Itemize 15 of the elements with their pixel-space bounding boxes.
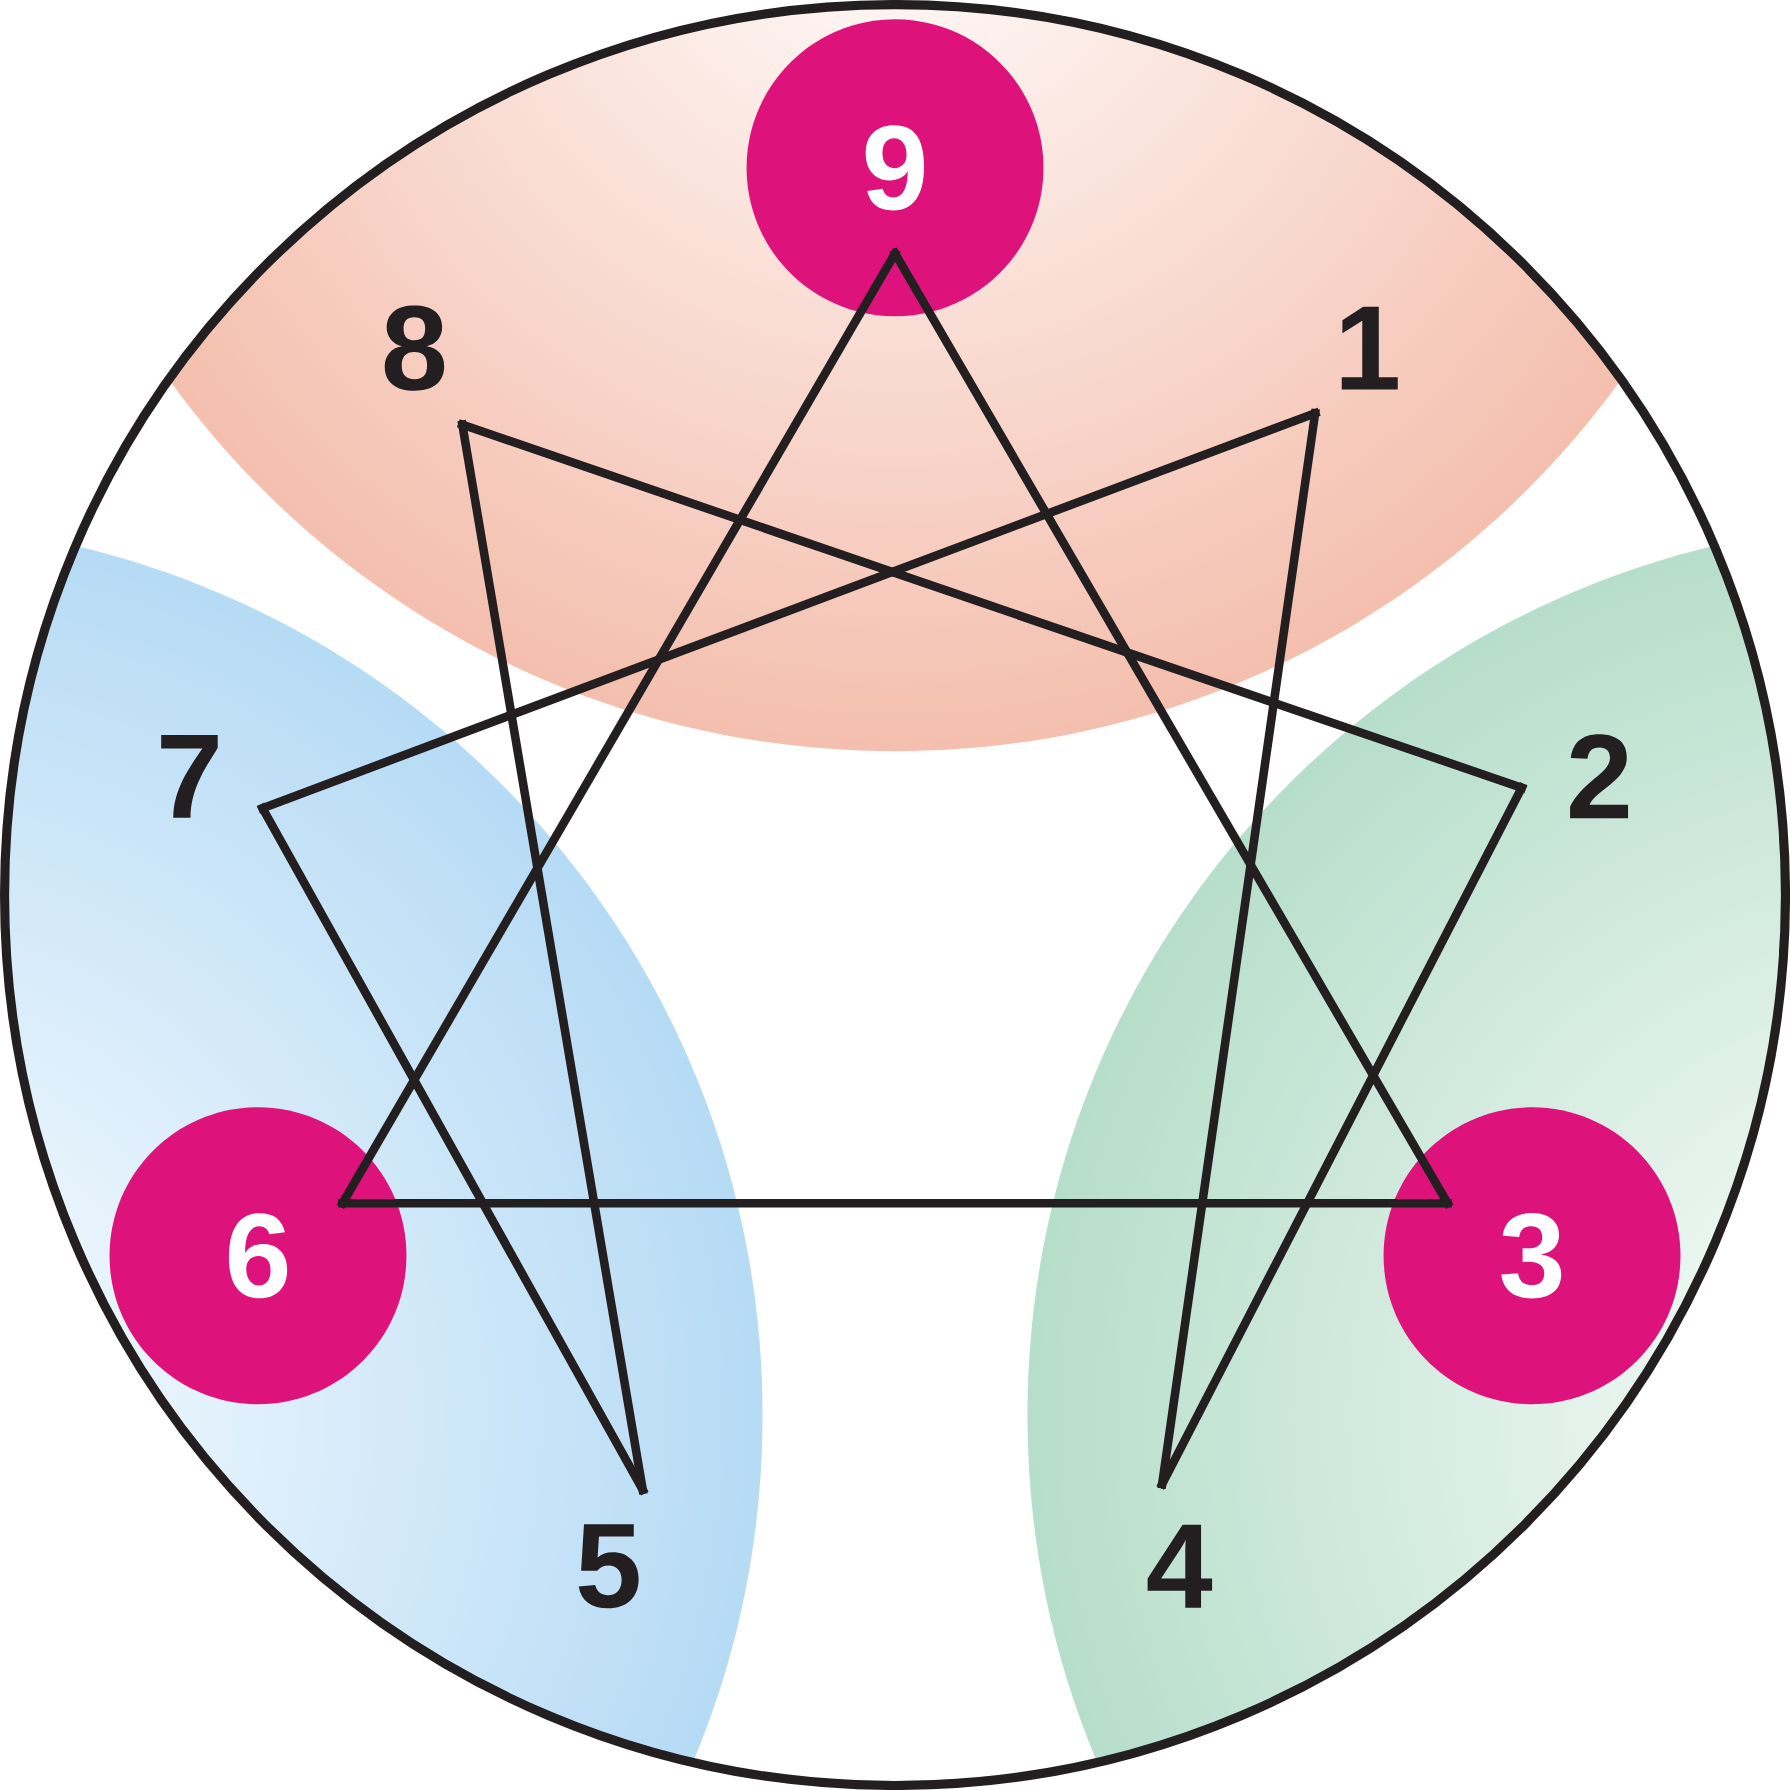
connecting-line [458, 420, 647, 1495]
number-label: 5 [578, 1524, 639, 1609]
connecting-line [258, 409, 1320, 813]
connecting-line [1157, 409, 1320, 1489]
connecting-line [1157, 783, 1527, 1489]
number-label: 7 [161, 734, 218, 818]
connecting-line [458, 420, 1527, 792]
number-label: 8 [384, 305, 445, 391]
connecting-line [338, 1198, 1452, 1208]
number-label: 4 [1147, 1524, 1213, 1608]
connecting-line [890, 249, 1452, 1208]
number-label: 1 [1341, 306, 1398, 390]
connecting-line [258, 803, 647, 1495]
number-label: 2 [1570, 734, 1629, 819]
connecting-line [338, 249, 900, 1208]
